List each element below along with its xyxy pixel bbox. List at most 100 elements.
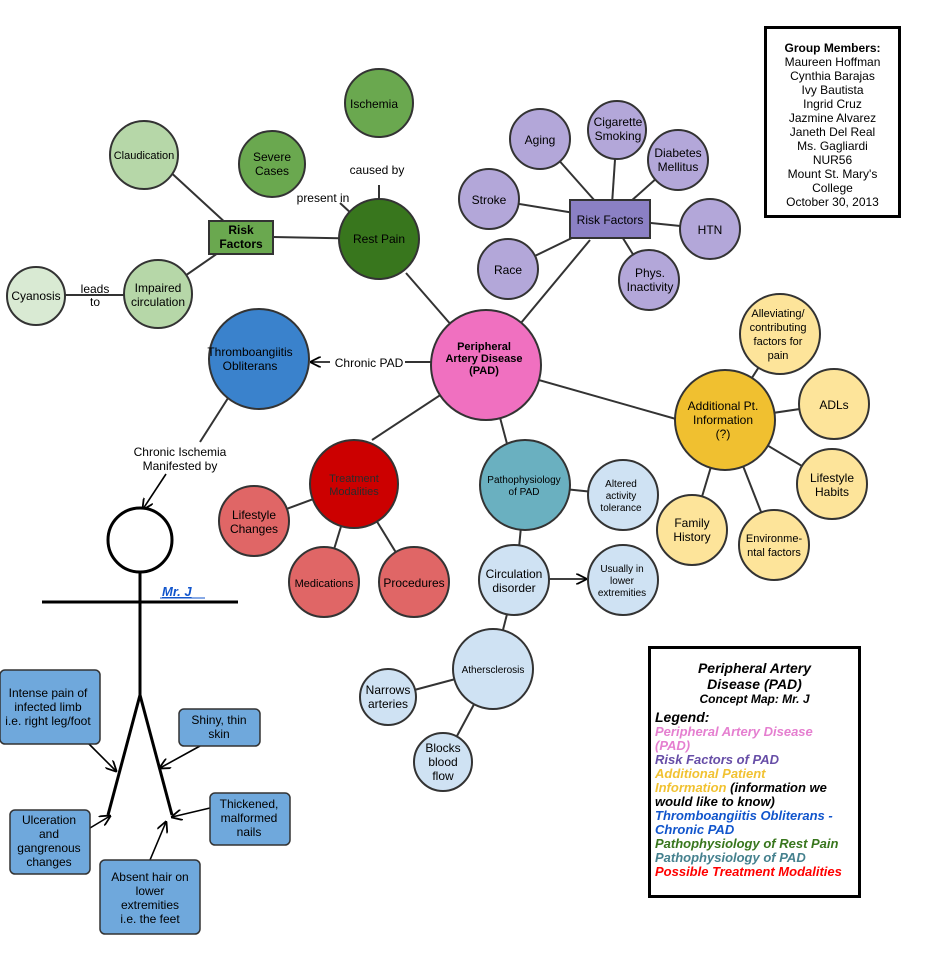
label-line: Narrows [366,683,411,697]
label-line: nails [237,825,262,839]
label-line: Mellitus [658,160,699,174]
member-line: Mount St. Mary's [787,167,878,181]
legend-rest-pain: Pathophysiology of Rest Pain [655,836,839,851]
label-line: Blocks [425,741,460,755]
label-line: Artery Disease [445,353,522,365]
label-line: Manifested by [143,459,218,473]
environmental-node [738,509,810,581]
legend-thrombo: Thromboangiitis Obliterans - Chronic PAD [655,808,833,837]
label-line: Family [674,516,709,530]
member-line: Ivy Bautista [801,83,864,97]
label-line: Procedures [383,576,444,590]
circulation-disorder-node [478,544,550,616]
label-line: Factors [219,237,263,251]
ischemia-node [344,68,414,138]
label-line: extremities [598,588,646,599]
label-line: skin [208,727,229,741]
label-line: Altered [605,479,637,490]
label-line: Thromboangiitis [207,345,292,359]
label-line: Risk [228,223,254,237]
label-line: (PAD) [469,365,499,377]
label-line: changes [26,855,71,869]
label-line: Environme- [746,533,803,545]
label-line: Cigarette [594,115,643,129]
intense-pain-box [0,669,101,745]
aging-node [509,108,571,170]
phys-inactivity-node [618,249,680,311]
member-line: NUR56 [812,153,853,167]
label-line: Peripheral [457,341,511,353]
family-history-node [656,494,728,566]
label-line: Phys. [635,266,665,280]
legend-box: Peripheral Artery Disease (PAD) Concept … [648,646,861,898]
label-line: Thickened, [220,797,279,811]
severe-cases-node [238,130,306,198]
label-line: activity [606,491,637,502]
legend-title: Peripheral Artery Disease (PAD) [697,660,812,692]
present-in-label: present in [297,191,350,205]
lifestyle-habits-node [796,448,868,520]
label-line: Medications [295,578,354,590]
label-line: lower [610,576,635,587]
member-line: Ms. Gagliardi [797,139,868,153]
aging-label: Aging [525,133,556,147]
group-members-header: Group Members: [784,41,881,55]
label-line: Intense pain of [9,686,88,700]
absent-hair-box [99,859,201,935]
atherosclerosis-label: Athersclerosis [462,665,525,676]
ulceration-box [9,809,91,875]
member-line: Jazmine Alvarez [788,111,877,125]
label-line: Additional Pt. [688,399,759,413]
label-line: Modalities [329,486,379,498]
label-line: Severe [253,150,291,164]
cyanosis-node [6,266,66,326]
legend-treatment: Possible Treatment Modalities [655,864,842,879]
legend-pad: Peripheral Artery Disease (PAD) [655,724,813,753]
label-line: Smoking [595,129,642,143]
label-line: Athersclerosis [462,665,525,676]
ischemia-label: Ischemia [350,97,398,111]
stroke-label: Stroke [472,193,507,207]
claudication-node [109,120,179,190]
label-line: Alleviating/ [751,308,805,320]
label-line: History [673,530,710,544]
stick-figure [42,506,238,816]
group-members-box: Group Members: Maureen Hoffman Cynthia B… [764,26,901,218]
rest-pain-node [338,198,420,280]
label-line: Chronic PAD [335,356,404,370]
atherosclerosis-node [452,628,534,710]
label-line: Usually in [600,564,643,575]
mr-j-label: Mr. J [162,584,192,599]
risk-factors-purple-box [569,199,651,239]
procedures-node [378,546,450,618]
member-line: Cynthia Barajas [790,69,875,83]
label-line: Cyanosis [11,289,60,303]
additional-info-node [674,369,776,471]
label-line: Cases [255,164,289,178]
label-line: caused by [350,163,405,177]
stroke-node [458,168,520,230]
alleviating-node [739,293,821,375]
label-line: ADLs [819,398,848,412]
impaired-circulation-node [123,259,193,329]
label-line: Changes [230,522,278,536]
pathophysiology-node [479,439,571,531]
label-line: (?) [716,427,731,441]
ischemia-arrow [143,473,167,509]
treatment-node [309,439,399,529]
legend-risk: Risk Factors of PAD [655,752,780,767]
legend-additional-suffix: (information we would like to know) [655,780,827,809]
label-line: Risk Factors [577,213,644,227]
label-line: i.e. right leg/foot [5,714,91,728]
caused-by-label: caused by [350,163,405,177]
